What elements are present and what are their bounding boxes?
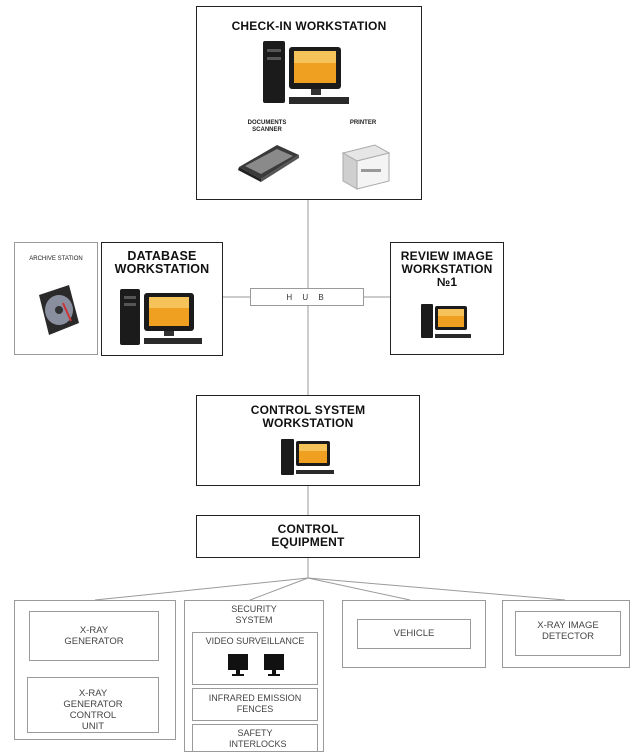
computer-icon <box>281 439 334 475</box>
archive-station-box: ARCHIVE STATION <box>14 242 98 355</box>
detector-box: X-RAY IMAGE DETECTOR <box>515 611 621 656</box>
control-eq-title: CONTROL EQUIPMENT <box>271 522 345 549</box>
video-surveillance-box: VIDEO SURVEILLANCE <box>192 632 318 685</box>
monitor-icon <box>228 654 248 676</box>
checkin-title: CHECK-IN WORKSTATION <box>231 19 387 33</box>
detector-label: X-RAY IMAGE DETECTOR <box>537 620 599 642</box>
infrared-fences-box: INFRARED EMISSION FENCES <box>192 688 318 721</box>
xray-generator-label: X-RAY GENERATOR <box>64 625 124 647</box>
control-system-workstation-box: CONTROL SYSTEM WORKSTATION <box>196 395 420 486</box>
printer-label: PRINTER <box>349 120 377 126</box>
vehicle-group-box: VEHICLE <box>342 600 486 668</box>
security-system-box: SECURITY SYSTEM VIDEO SURVEILLANCE INFRA… <box>184 600 324 752</box>
video-surveillance-label: VIDEO SURVEILLANCE <box>205 636 305 646</box>
database-workstation-box: DATABASE WORKSTATION <box>101 242 223 356</box>
vehicle-box: VEHICLE <box>357 619 471 649</box>
safety-interlocks-box: SAFETY INTERLOCKS <box>192 724 318 752</box>
control-equipment-box: CONTROL EQUIPMENT <box>196 515 420 558</box>
xray-generator-box: X-RAY GENERATOR <box>29 611 159 661</box>
vehicle-label: VEHICLE <box>393 628 435 639</box>
security-title: SECURITY SYSTEM <box>231 604 277 625</box>
detector-group-box: X-RAY IMAGE DETECTOR <box>502 600 630 668</box>
xray-control-unit-label: X-RAY GENERATOR CONTROL UNIT <box>63 688 123 732</box>
hub-box: H U B <box>250 288 364 306</box>
control-ws-title: CONTROL SYSTEM WORKSTATION <box>250 403 366 430</box>
monitor-icon <box>264 654 284 676</box>
archive-label: ARCHIVE STATION <box>29 256 83 262</box>
computer-icon <box>421 304 471 338</box>
infrared-fences-label: INFRARED EMISSION FENCES <box>208 693 302 714</box>
scanner-label: DOCUMENTS SCANNER <box>247 120 287 133</box>
review-title: REVIEW IMAGE WORKSTATION №1 <box>400 249 494 289</box>
database-title: DATABASE WORKSTATION <box>114 249 210 276</box>
computer-icon <box>263 41 349 104</box>
checkin-workstation-box: CHECK-IN WORKSTATION DOCUMENTS SCANNER P… <box>196 6 422 200</box>
safety-interlocks-label: SAFETY INTERLOCKS <box>229 728 287 749</box>
xray-group-box: X-RAY GENERATOR X-RAY GENERATOR CONTROL … <box>14 600 176 740</box>
printer-icon <box>341 144 391 190</box>
computer-icon <box>120 289 202 345</box>
review-image-workstation-box: REVIEW IMAGE WORKSTATION №1 <box>390 242 504 355</box>
xray-control-unit-box: X-RAY GENERATOR CONTROL UNIT <box>27 677 159 733</box>
scanner-icon <box>238 145 299 182</box>
hard-drive-icon <box>39 285 79 335</box>
hub-label: H U B <box>286 293 328 302</box>
